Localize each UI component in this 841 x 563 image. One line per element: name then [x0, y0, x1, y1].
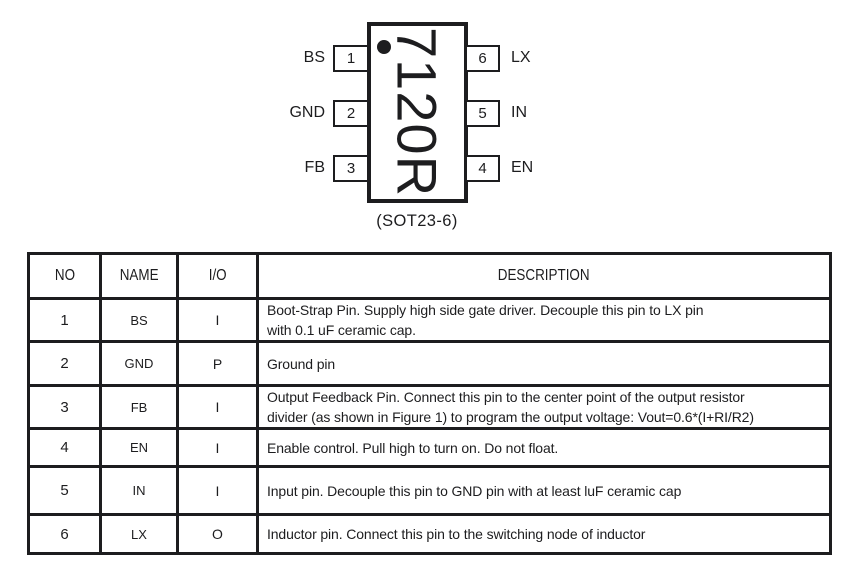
col-header-description: DESCRIPTION	[256, 252, 832, 300]
cell-description: Enable control. Pull high to turn on. Do…	[256, 427, 832, 468]
pin-label-bs: BS	[303, 49, 325, 66]
col-header-io: I/O	[176, 252, 259, 300]
cell-io: I	[176, 465, 259, 516]
cell-no: 1	[27, 297, 102, 343]
cell-no: 2	[27, 340, 102, 387]
cell-name: EN	[99, 427, 179, 468]
cell-name: BS	[99, 297, 179, 343]
pin-number-6: 6	[478, 50, 487, 67]
cell-name: FB	[99, 384, 179, 430]
cell-io: I	[176, 384, 259, 430]
cell-no: 3	[27, 384, 102, 430]
cell-description: Input pin. Decouple this pin to GND pin …	[256, 465, 832, 516]
table-row: 6 LX O Inductor pin. Connect this pin to…	[27, 513, 832, 555]
table-row: 5 IN I Input pin. Decouple this pin to G…	[27, 465, 832, 516]
table-row: 1 BS I Boot-Strap Pin. Supply high side …	[27, 297, 832, 343]
cell-description: Boot-Strap Pin. Supply high side gate dr…	[256, 297, 832, 343]
pin-label-in: IN	[511, 104, 527, 121]
pin-number-3: 3	[346, 160, 356, 177]
package-name: (SOT23-6)	[376, 212, 458, 230]
pin-description-table: NO NAME I/O DESCRIPTION 1 BS I Boot-Stra…	[27, 252, 832, 555]
table-row: 2 GND P Ground pin	[27, 340, 832, 387]
cell-no: 4	[27, 427, 102, 468]
pin-box-3: 3	[333, 155, 369, 182]
cell-description: Inductor pin. Connect this pin to the sw…	[256, 513, 832, 555]
pin-number-5: 5	[478, 105, 487, 122]
pin-label-gnd: GND	[289, 104, 325, 121]
cell-description: Ground pin	[256, 340, 832, 387]
cell-name: GND	[99, 340, 179, 387]
pin-label-en: EN	[511, 159, 534, 176]
chip-part-number: 7120R	[385, 26, 449, 198]
cell-io: P	[176, 340, 259, 387]
pin-label-lx: LX	[511, 49, 531, 66]
pin-number-1: 1	[346, 50, 356, 67]
pin-box-2: 2	[333, 100, 369, 127]
cell-name: LX	[99, 513, 179, 555]
pin-number-4: 4	[478, 160, 487, 177]
pin-box-4: 4	[465, 155, 500, 182]
table-header-row: NO NAME I/O DESCRIPTION	[27, 252, 832, 300]
pin1-indicator-dot	[377, 40, 391, 54]
table-row: 4 EN I Enable control. Pull high to turn…	[27, 427, 832, 468]
col-header-no: NO	[27, 252, 102, 300]
pin-box-1: 1	[333, 45, 369, 72]
cell-io: O	[176, 513, 259, 555]
pin-label-fb: FB	[304, 159, 325, 176]
pin-box-5: 5	[465, 100, 500, 127]
cell-name: IN	[99, 465, 179, 516]
cell-io: I	[176, 297, 259, 343]
table-row: 3 FB I Output Feedback Pin. Connect this…	[27, 384, 832, 430]
cell-io: I	[176, 427, 259, 468]
cell-no: 5	[27, 465, 102, 516]
cell-no: 6	[27, 513, 102, 555]
col-header-name: NAME	[99, 252, 179, 300]
cell-description: Output Feedback Pin. Connect this pin to…	[256, 384, 832, 430]
pin-box-6: 6	[465, 45, 500, 72]
pin-number-2: 2	[346, 105, 356, 122]
